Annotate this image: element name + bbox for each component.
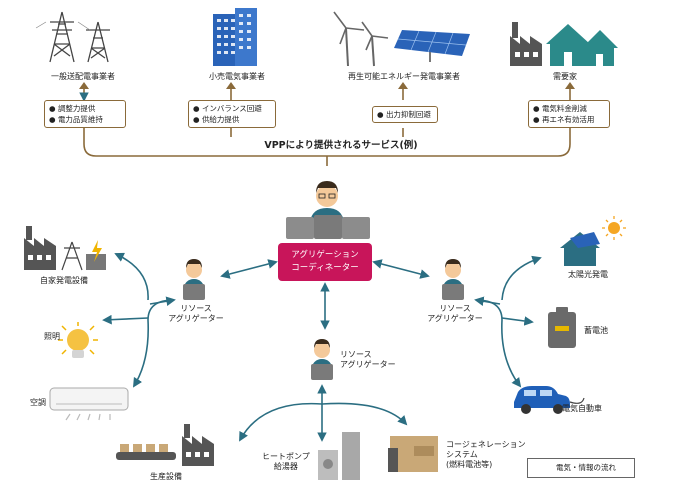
flow-arrows xyxy=(102,252,542,442)
service-bracket xyxy=(79,84,571,166)
label-cogeneration: コージェネレーション システム (燃料電池等) xyxy=(446,440,526,469)
aggregator-bottom-label: リソース アグリゲーター xyxy=(340,350,396,369)
aggregator-bottom-icon xyxy=(311,339,333,380)
aggregator-left-label: リソース アグリゲーター xyxy=(168,304,224,323)
coordinator-line2: コーディネーター xyxy=(291,263,359,273)
coordinator-line1: アグリゲーション xyxy=(291,250,359,260)
service-item: 供給力提供 xyxy=(201,115,240,124)
service-item: 電気料金削減 xyxy=(541,104,587,113)
solar-house-icon xyxy=(560,216,626,266)
battery-icon xyxy=(548,307,576,348)
production-equipment-icon xyxy=(116,424,214,466)
service-item: 調整力提供 xyxy=(57,104,96,113)
office-building-icon xyxy=(213,8,257,66)
solar-panel-icon xyxy=(394,30,470,62)
self-generation-icon xyxy=(24,226,106,271)
label-transmission-operator: 一般送配電事業者 xyxy=(51,72,115,81)
label-air-conditioning: 空調 xyxy=(30,398,46,407)
service-box-consumer: ● 電気料金削減 ● 再エネ有効活用 xyxy=(528,100,610,128)
service-item: インバランス回避 xyxy=(201,104,262,113)
label-lighting: 照明 xyxy=(44,332,60,341)
label-heatpump: ヒートポンプ 給湯器 xyxy=(262,452,310,471)
service-item: 再エネ有効活用 xyxy=(541,115,595,124)
aggregator-left-icon xyxy=(183,259,205,300)
coordinator-person-icon xyxy=(286,181,370,239)
light-bulb-icon xyxy=(58,322,98,358)
service-box-renewable: ● 出力抑制回避 xyxy=(372,106,438,123)
label-consumer: 需要家 xyxy=(553,72,577,81)
service-box-retail: ● インバランス回避 ● 供給力提供 xyxy=(188,100,276,128)
aggregator-right-icon xyxy=(442,259,464,300)
label-retail-supplier: 小売電気事業者 xyxy=(209,72,265,81)
service-item: 電力品質維持 xyxy=(57,115,103,124)
air-conditioner-icon xyxy=(49,387,129,421)
aggregator-right-label: リソース アグリゲーター xyxy=(427,304,483,323)
label-ev: 電気自動車 xyxy=(562,404,602,413)
label-battery: 蓄電池 xyxy=(584,326,608,335)
legend: 電気・情報の流れ xyxy=(527,458,635,478)
service-item: 出力抑制回避 xyxy=(385,110,431,119)
cogeneration-icon xyxy=(388,436,438,472)
label-self-generation: 自家発電設備 xyxy=(40,276,88,285)
power-tower-icon xyxy=(35,11,110,63)
service-box-transmission: ● 調整力提供 ● 電力品質維持 xyxy=(44,100,126,128)
label-solar: 太陽光発電 xyxy=(568,270,608,279)
electric-car-icon xyxy=(514,386,585,414)
wind-turbine-icon xyxy=(333,11,389,67)
factory-house-icon xyxy=(510,22,618,66)
label-production: 生産設備 xyxy=(150,472,182,481)
legend-label: 電気・情報の流れ xyxy=(556,463,616,472)
heat-pump-icon xyxy=(318,432,360,480)
coordinator-box: アグリゲーション コーディネーター xyxy=(278,243,372,281)
services-label: VPPにより提供されるサービス(例) xyxy=(200,137,482,151)
label-renewable-generator: 再生可能エネルギー発電事業者 xyxy=(348,72,460,81)
